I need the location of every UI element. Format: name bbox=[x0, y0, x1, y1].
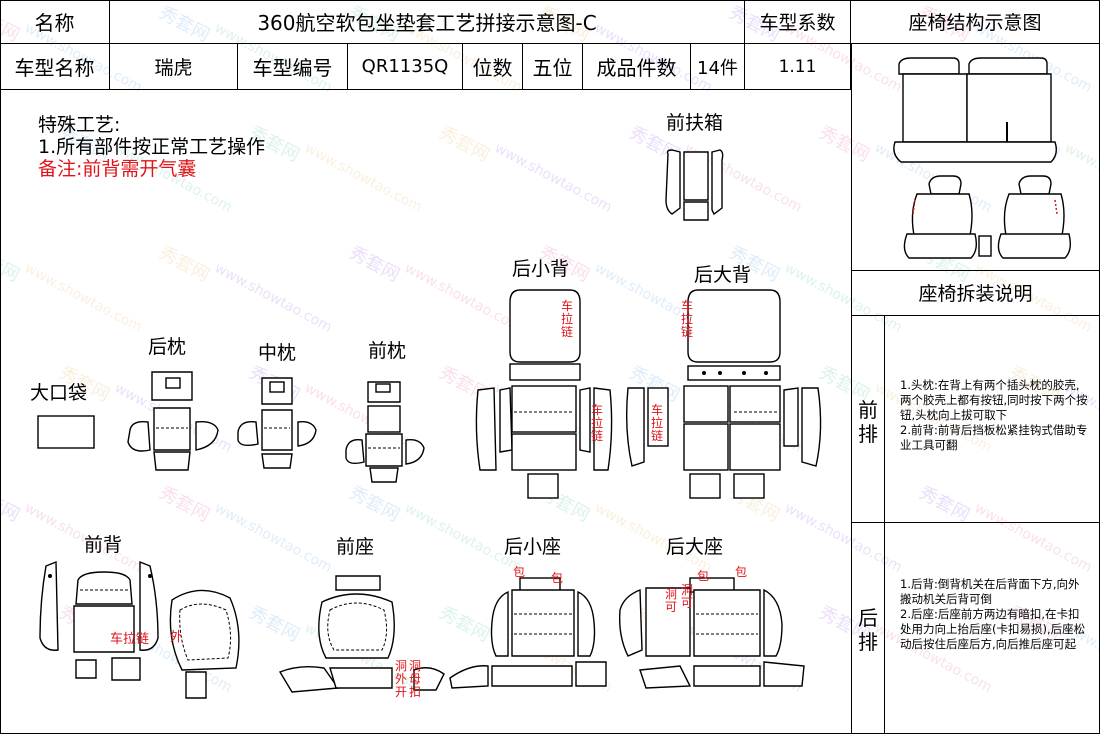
pattern-pieces bbox=[37, 149, 822, 699]
rear-small-seat-pieces bbox=[449, 577, 607, 689]
row-label-divider bbox=[884, 316, 885, 734]
front-armrest-pieces bbox=[665, 149, 724, 221]
right-panel-rule-2 bbox=[851, 522, 1100, 523]
big-pocket-piece bbox=[37, 415, 95, 449]
rear-big-seat-hole-1: 洞可 bbox=[664, 587, 677, 614]
mid-pillow-pieces bbox=[237, 377, 317, 469]
disassembly-title: 座椅拆装说明 bbox=[851, 270, 1100, 316]
rear-big-seat-wrap-1: 包 bbox=[696, 569, 709, 583]
zipper-note-small-side: 车拉链 bbox=[590, 403, 603, 443]
rear-row-instructions: 1.后背:倒背机关在后背面下方,向外搬动机关后背可倒 2.后座:后座前方两边有暗… bbox=[900, 577, 1086, 651]
rear-big-seat-pieces bbox=[618, 577, 805, 689]
front-back-pieces bbox=[39, 560, 240, 699]
front-back-zipper-note: 车拉链 bbox=[110, 632, 150, 647]
model-no-label: 车型编号 bbox=[238, 44, 348, 90]
rear-big-seat-hole-2: 洞可 bbox=[680, 583, 693, 610]
zipper-note-big-side: 车拉链 bbox=[650, 403, 663, 443]
coef-label-cell: 车型系数 bbox=[745, 0, 851, 44]
watermark-site: www.showtao.com bbox=[971, 500, 1095, 576]
label-rear-big-seat: 后大座 bbox=[666, 536, 724, 558]
seat-structure-illustration bbox=[893, 57, 1072, 259]
rear-big-back-pieces bbox=[625, 289, 822, 499]
seats-value: 五位 bbox=[523, 44, 583, 90]
rear-small-seat-wrap-2: 包 bbox=[550, 571, 563, 585]
front-back-outer-note: 外 bbox=[170, 630, 184, 645]
watermark-brand: 秀套网 bbox=[915, 482, 973, 527]
zipper-note-small-top: 车拉链 bbox=[560, 299, 573, 339]
special-process-heading: 特殊工艺: bbox=[38, 114, 121, 136]
model-name-label: 车型名称 bbox=[0, 44, 110, 90]
coef-value: 1.11 bbox=[745, 44, 851, 90]
pieces-label: 成品件数 bbox=[583, 44, 691, 90]
label-front-armrest: 前扶箱 bbox=[666, 112, 724, 134]
seats-label: 位数 bbox=[463, 44, 523, 90]
rear-row-label: 后排 bbox=[858, 606, 878, 654]
front-pillow-pieces bbox=[345, 381, 425, 483]
rear-small-back-pieces bbox=[475, 289, 613, 499]
pieces-value: 14件 bbox=[691, 44, 745, 90]
label-rear-small-seat: 后小座 bbox=[504, 536, 562, 558]
label-front-back: 前背 bbox=[84, 534, 123, 556]
front-row-label: 前排 bbox=[858, 398, 878, 446]
label-front-seat: 前座 bbox=[336, 536, 375, 558]
label-big-pocket: 大口袋 bbox=[30, 382, 88, 404]
right-panel-rule-1 bbox=[851, 270, 1100, 271]
model-name-value: 瑞虎 bbox=[110, 44, 238, 90]
model-no-value: QR1135Q bbox=[348, 44, 463, 90]
airbag-remark: 备注:前背需开气囊 bbox=[38, 158, 197, 180]
right-panel-divider bbox=[851, 44, 852, 734]
page-title: 360航空软包坐垫套工艺拼接示意图-C bbox=[110, 0, 745, 44]
front-seat-clip-note: 洞母扣 bbox=[408, 659, 421, 699]
label-rear-big-back: 后大背 bbox=[694, 264, 752, 286]
rear-small-seat-wrap-1: 包 bbox=[512, 565, 525, 579]
name-label-cell: 名称 bbox=[0, 0, 110, 44]
zipper-note-big-top: 车拉链 bbox=[680, 299, 693, 339]
front-row-instructions: 1.头枕:在背上有两个插头枕的胶壳,两个胶壳上都有按钮,同时按下两个按钮,头枕向… bbox=[900, 378, 1088, 452]
label-rear-small-back: 后小背 bbox=[512, 258, 570, 280]
front-seat-hole-note: 洞外开 bbox=[394, 659, 407, 699]
label-mid-pillow: 中枕 bbox=[258, 342, 297, 364]
front-seat-pieces bbox=[278, 575, 445, 693]
rear-pillow-pieces bbox=[127, 371, 219, 471]
special-process-note: 1.所有部件按正常工艺操作 bbox=[38, 136, 266, 158]
seat-structure-title: 座椅结构示意图 bbox=[851, 0, 1100, 44]
rear-big-seat-wrap-2: 包 bbox=[734, 565, 747, 579]
label-rear-pillow: 后枕 bbox=[148, 336, 187, 358]
label-front-pillow: 前枕 bbox=[368, 340, 407, 362]
